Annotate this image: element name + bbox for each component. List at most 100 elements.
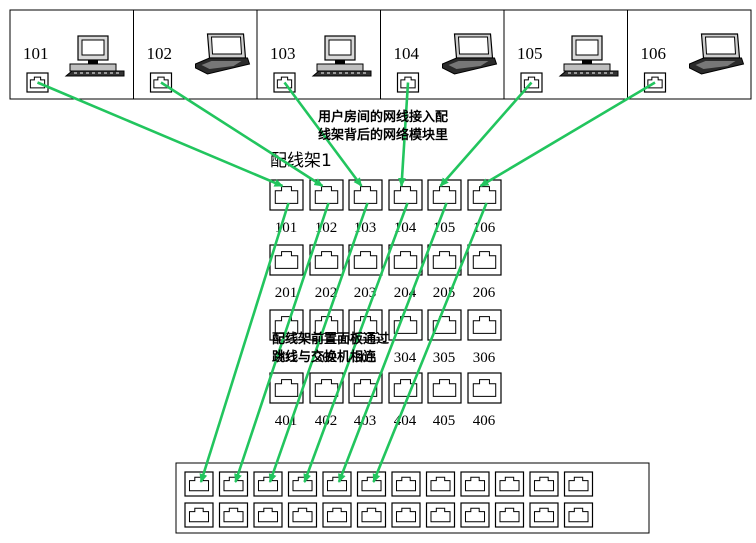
switch-port-22 [494,502,525,528]
switch-port-10 [494,471,525,497]
patch-port-jack [467,244,502,276]
patch-port-label: 203 [354,285,377,301]
room-to-panel-cable [160,81,324,188]
switch-port-12 [563,471,594,497]
back-note-line1: 用户房间的网线接入配 [317,109,448,125]
back-note-line2: 线架背后的网络模块里 [318,127,448,143]
laptop-computer-icon [195,33,251,75]
switch-port-14 [218,502,249,528]
patch-port-label: 202 [315,285,338,301]
switch-port-3 [253,471,283,497]
patch-port-203: 203 [348,244,383,301]
room-103: 103 [256,10,372,99]
desktop-computer-icon [558,35,619,77]
patch-port-label: 405 [433,413,456,429]
room-label: 105 [517,44,543,63]
patch-port-jack [348,309,383,341]
patch-port-202: 202 [309,244,344,301]
patch-port-jack [309,244,344,276]
patch-port-304: 304 [388,309,423,366]
laptop-computer-icon [442,33,498,75]
room-102: 102 [133,10,251,99]
patch-port-206: 206 [467,244,502,301]
panel-to-switch-cable [303,202,409,483]
patch-port-403: 403 [348,372,383,429]
room-104: 104 [380,10,498,99]
room-to-panel-cable [398,82,410,187]
switch-port-1 [184,471,214,497]
patch-port-jack [467,309,502,341]
patch-port-label: 302 [315,350,338,366]
patch-port-303: 303 [348,309,383,366]
switch-port-5 [322,471,352,497]
switch-port-24 [563,502,594,528]
patch-port-jack [427,244,462,276]
panel-to-switch-cable [337,202,448,483]
switch-port-21 [460,502,490,528]
laptop-computer-icon [689,33,745,75]
room-106: 106 [627,10,745,99]
patch-port-301: 301 [269,309,304,366]
switch-port-8 [425,471,456,497]
room-to-panel-cable [36,81,284,188]
wall-jack-icon [643,72,667,93]
switch-port-15 [253,502,283,528]
patch-port-label: 201 [275,285,298,301]
patch-port-jack [427,372,462,404]
patch-port-label: 304 [394,350,417,366]
front-note-line1: 配线架前置面板通过 [272,331,389,347]
patch-port-306: 306 [467,309,502,366]
patch-port-jack [467,372,502,404]
patch-port-jack [348,372,383,404]
patch-port-label: 301 [275,350,298,366]
patch-port-jack [388,309,423,341]
wall-jack-icon [149,72,173,93]
patch-port-label: 206 [473,285,496,301]
patch-port-jack [388,244,423,276]
room-label: 102 [147,44,173,63]
room-label: 103 [270,44,296,63]
room-105: 105 [503,10,619,99]
switch-port-11 [529,471,559,497]
switch-port-2 [218,471,249,497]
switch-port-20 [425,502,456,528]
panel-to-switch-cable [199,202,290,483]
patch-port-label: 406 [473,413,496,429]
user-rooms-strip: 101 102 103 104 105 106 [9,9,752,100]
patch-port-204: 204 [388,244,423,301]
switch-port-18 [356,502,387,528]
patch-port-302: 302 [309,309,344,366]
patch-port-406: 406 [467,372,502,429]
room-to-panel-cable [283,81,363,187]
desktop-computer-icon [64,35,125,77]
cable-connections [36,81,656,483]
switch-port-17 [322,502,352,528]
patch-port-jack [309,309,344,341]
switch-chassis [175,462,650,534]
switch-port-6 [356,471,387,497]
switch-port-13 [184,502,214,528]
switch-port-19 [391,502,421,528]
panel-to-switch-cable [234,202,330,483]
patch-port-jack [348,244,383,276]
patch-port-label: 305 [433,350,456,366]
front-note-line2: 跳线与交换机相连 [272,349,377,365]
panel-to-switch-cable [372,202,488,483]
room-label: 104 [394,44,420,63]
switch-port-4 [287,471,318,497]
patch-port-label: 403 [354,413,377,429]
patch-port-205: 205 [427,244,462,301]
switch-port-7 [391,471,421,497]
patch-port-label: 303 [354,350,377,366]
room-to-panel-cable [479,81,656,188]
switch-port-9 [460,471,490,497]
wall-jack-icon [520,72,543,93]
switch-ports [184,471,594,528]
wall-jack-icon [273,72,296,93]
switch-port-23 [529,502,559,528]
room-label: 101 [23,44,49,63]
patch-port-label: 306 [473,350,496,366]
room-label: 106 [641,44,667,63]
panel-to-switch-cable [268,202,369,483]
